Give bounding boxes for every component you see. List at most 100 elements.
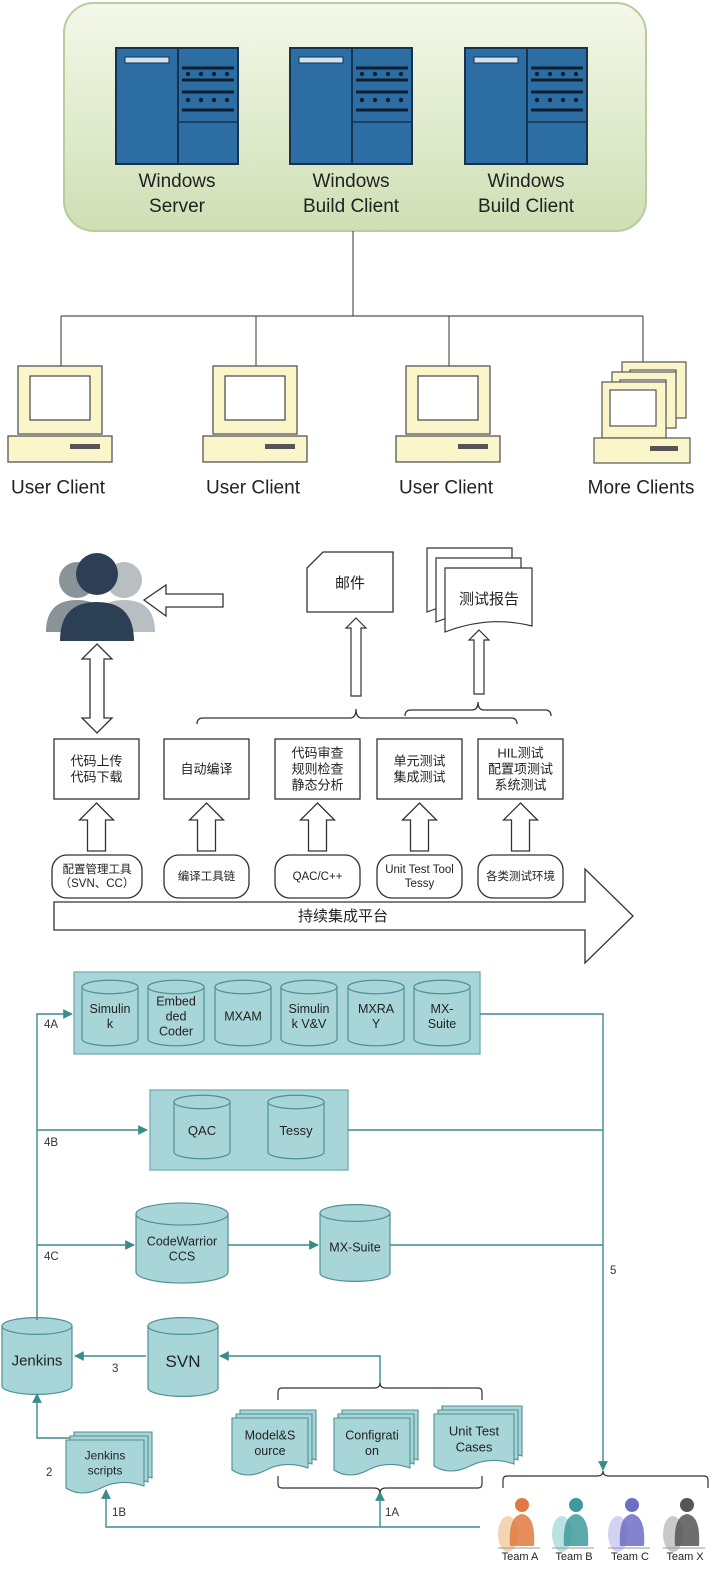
unit-test-cases-doc-label: Cases <box>456 1440 493 1455</box>
mx-suite-cylinder <box>319 1203 391 1282</box>
ci-step-label: 静态分析 <box>291 778 343 793</box>
step-up-arrow <box>298 802 337 852</box>
ci-step-label: 规则检查 <box>291 762 343 777</box>
user-client-pc <box>202 365 308 463</box>
server-label: Server <box>149 196 206 217</box>
ci-tool-pill <box>376 854 463 899</box>
test-report-label: 测试报告 <box>459 591 519 608</box>
ci-step-box <box>53 738 140 800</box>
tool-cylinder-label: k <box>107 1017 114 1031</box>
ci-step-label: 代码下载 <box>70 770 122 785</box>
tool-cylinder-label: MX- <box>431 1002 454 1016</box>
tool-cylinder <box>267 1094 325 1160</box>
mx-suite-cylinder-label: MX-Suite <box>329 1241 380 1255</box>
step-up-arrow <box>77 802 116 852</box>
svn-cylinder <box>147 1316 219 1397</box>
vertical-double-arrow <box>80 643 114 734</box>
report-brace <box>404 701 552 717</box>
ci-step-label: 配置项测试 <box>488 762 553 777</box>
ci-step-box <box>163 738 250 800</box>
user-client-pc <box>395 365 501 463</box>
ci-step-box <box>376 738 463 800</box>
jenkins-cylinder <box>1 1316 73 1395</box>
report-up-arrow <box>467 629 491 695</box>
tool-cylinder-label: k V&V <box>292 1017 327 1031</box>
ci-step-label: 系统测试 <box>494 778 546 793</box>
edge-5 <box>480 1013 608 1471</box>
team-label: Team A <box>502 1551 539 1563</box>
tool-cylinder <box>214 979 272 1047</box>
ci-tool-label: QAC/C++ <box>293 871 343 883</box>
ci-tool-label: 编译工具链 <box>178 869 236 883</box>
tool-cylinder-label: Embed <box>156 995 196 1009</box>
client-label: User Client <box>399 478 494 499</box>
tool-cylinder-label: MXAM <box>224 1010 262 1024</box>
client-label: User Client <box>11 478 106 499</box>
ci-step-box <box>274 738 361 800</box>
edge-label-4c: 4C <box>44 1251 59 1263</box>
platform-arrow <box>53 867 634 965</box>
codewarrior-cylinder-label: CCS <box>169 1249 195 1263</box>
tool-cylinder <box>81 979 139 1047</box>
step-up-arrow <box>501 802 540 852</box>
tool-cylinder-label: QAC <box>188 1123 216 1138</box>
unit-test-cases-doc <box>433 1405 523 1472</box>
client-label: More Clients <box>588 478 695 499</box>
edge-label-5: 5 <box>610 1265 616 1277</box>
jenkins-scripts-doc <box>65 1431 153 1494</box>
team-label: Team B <box>555 1551 592 1563</box>
tool-cylinder-label: Simulin <box>90 1002 131 1016</box>
mail-up-arrow <box>344 617 368 697</box>
mail-brace <box>196 708 518 725</box>
model-source-doc <box>231 1409 317 1476</box>
test-report-stack: 测试报告 <box>426 547 533 633</box>
configuration-doc-label: on <box>365 1444 379 1458</box>
server-label: Build Client <box>303 196 400 217</box>
ci-tool-pill <box>477 854 564 899</box>
tool-cylinder <box>280 979 338 1047</box>
tool-cylinder-label: Y <box>372 1017 381 1031</box>
edge-svn-in <box>219 1351 381 1385</box>
edge-label-2: 2 <box>46 1467 52 1479</box>
tool-cylinder-label: Simulin <box>289 1002 330 1016</box>
configuration-doc <box>333 1409 419 1476</box>
ci-step-box <box>477 738 564 800</box>
more-clients-pcs <box>593 361 691 464</box>
ci-tool-label: Unit Test Tool <box>385 864 454 876</box>
server-tower <box>464 47 588 165</box>
ci-tool-label: 各类测试环境 <box>486 869 555 883</box>
codewarrior-cylinder-label: CodeWarrior <box>147 1234 217 1248</box>
user-client-pc <box>7 365 113 463</box>
svn-cylinder-label: SVN <box>166 1352 201 1371</box>
edge-2 <box>32 1393 102 1439</box>
tool-cylinder-label: ded <box>166 1010 187 1024</box>
edge-label-1a: 1A <box>385 1507 399 1519</box>
platform-label: 持续集成平台 <box>298 908 388 925</box>
ci-step-label: 单元测试 <box>393 754 445 769</box>
tool-cylinder-label: Suite <box>428 1017 457 1031</box>
step-up-arrow <box>400 802 439 852</box>
jenkins-scripts-doc-label: scripts <box>88 1464 123 1478</box>
team-label: Team X <box>666 1551 704 1563</box>
left-arrow <box>142 583 224 618</box>
tool-cylinder <box>413 979 471 1047</box>
ci-step-label: 代码审查 <box>291 746 343 761</box>
team-label: Team C <box>611 1551 649 1563</box>
team-figure-icon <box>498 1498 540 1552</box>
ci-tool-label: 配置管理工具 <box>63 862 132 876</box>
tool-cylinder <box>347 979 405 1047</box>
mail-label: 邮件 <box>335 575 365 592</box>
edge-label-3: 3 <box>112 1363 118 1375</box>
ci-step-label: 自动编译 <box>180 762 232 777</box>
team-figure-icon <box>608 1498 650 1552</box>
ci-tool-pill <box>51 854 143 899</box>
step-up-arrow <box>187 802 226 852</box>
mail-document: 邮件 <box>306 551 394 613</box>
edge-label-1b: 1B <box>112 1507 126 1519</box>
tool-cylinder-label: Coder <box>159 1025 193 1039</box>
unit-test-cases-doc-label: Unit Test <box>449 1423 500 1438</box>
tool-cylinder-label: Tessy <box>279 1123 313 1138</box>
server-tower <box>115 47 239 165</box>
model-source-doc-label: Model&S <box>245 1429 296 1443</box>
